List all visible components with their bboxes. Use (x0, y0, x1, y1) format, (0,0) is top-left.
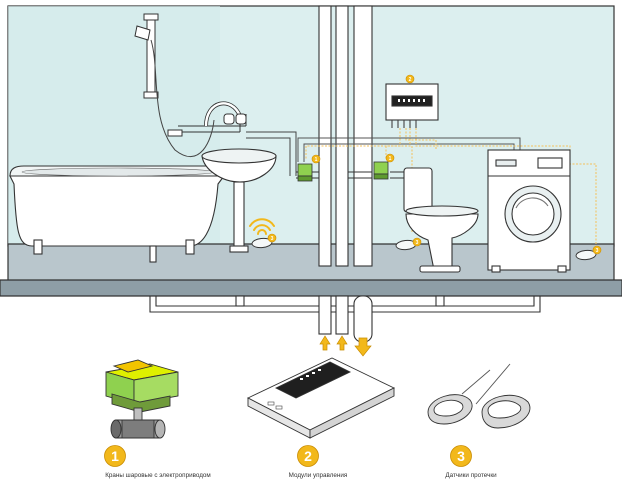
svg-text:1: 1 (315, 157, 318, 163)
legend-label-2: Модули управления (289, 472, 348, 479)
riser-pipes (318, 5, 373, 267)
pipe-valve-right (373, 161, 389, 180)
flow-arrows (319, 335, 372, 357)
badge-sensor-sink: 3 (267, 233, 277, 243)
svg-text:3: 3 (416, 240, 419, 246)
pipe-valve-left (297, 163, 313, 182)
wifi-signal-icon (249, 218, 275, 235)
badge-valve-right: 1 (385, 153, 395, 163)
shower (134, 13, 215, 157)
sink (201, 148, 277, 253)
product-control-module (246, 357, 396, 439)
legend-label-3: Датчики протечки (445, 472, 497, 479)
toilet (403, 167, 479, 273)
water-pipes (178, 114, 521, 179)
badge-controller: 2 (405, 74, 415, 84)
arrow-up-icon (336, 335, 348, 351)
arrow-down-icon (354, 337, 372, 357)
shower-head (134, 25, 151, 41)
svg-text:2: 2 (304, 448, 312, 464)
legend-label-1: Краны шаровые с электроприводом (105, 472, 211, 479)
floor-edge (0, 279, 622, 297)
legend-item-2: 2 Модули управления (289, 445, 348, 479)
legend-item-3: 3 Датчики протечки (445, 445, 497, 479)
badge-sensor-washer: 3 (592, 245, 602, 255)
badge-sensor-toilet: 3 (412, 237, 422, 247)
under-floor-pipes (149, 295, 541, 343)
svg-text:3: 3 (596, 248, 599, 254)
floor-sensor-washer (575, 249, 597, 261)
svg-text:3: 3 (271, 236, 274, 242)
bath-faucet (204, 101, 247, 127)
wall-control-module (385, 83, 439, 128)
svg-text:2: 2 (409, 77, 412, 83)
product-leak-sensors (427, 363, 531, 429)
product-ball-valve (105, 359, 179, 439)
svg-text:3: 3 (457, 448, 465, 464)
washing-machine (487, 149, 571, 273)
svg-text:1: 1 (389, 156, 392, 162)
legend-item-1: 1 Краны шаровые с электроприводом (104, 445, 211, 479)
badge-valve-left: 1 (311, 154, 321, 164)
svg-text:1: 1 (111, 448, 119, 464)
arrow-up-icon (319, 335, 331, 351)
